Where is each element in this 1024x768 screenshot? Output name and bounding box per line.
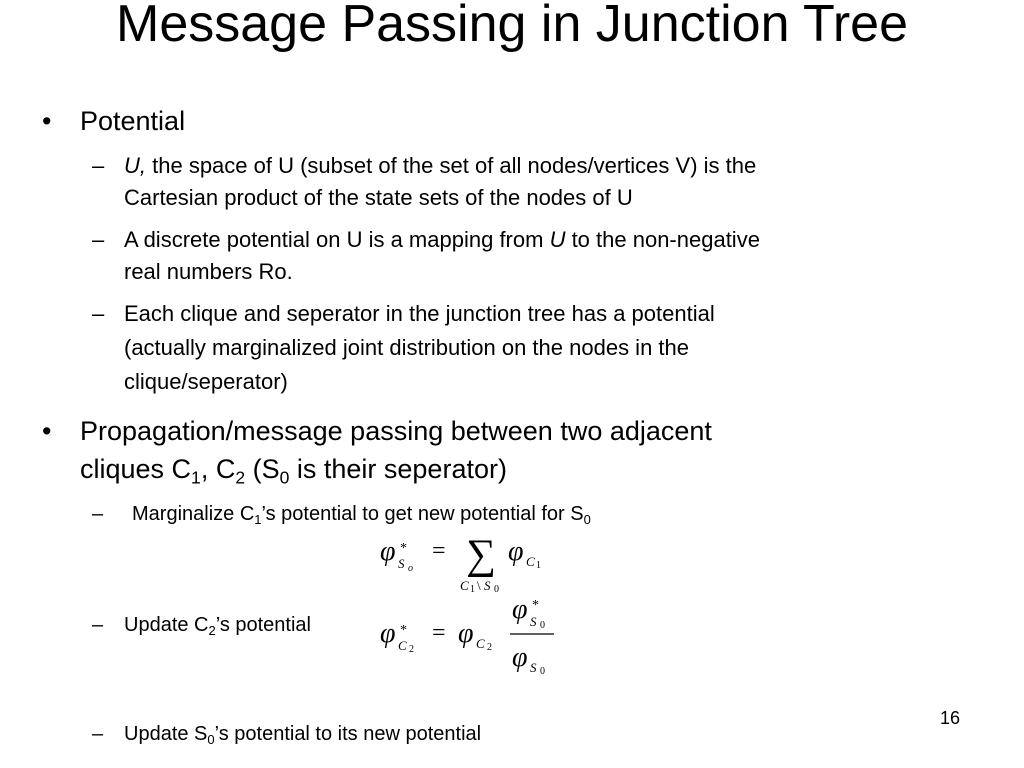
sub-bullet-discrete-potential: A discrete potential on U is a mapping f…: [124, 224, 760, 256]
svg-text:φ: φ: [512, 594, 528, 625]
svg-text:φ: φ: [380, 536, 396, 567]
s2-text: Update C: [124, 614, 209, 636]
sub-bullet-clique-line1: Each clique and seperator in the junctio…: [124, 301, 715, 326]
svg-text:S: S: [530, 660, 537, 675]
dash-5: –: [92, 614, 104, 636]
svg-text:o: o: [408, 563, 413, 574]
dash-6: –: [92, 723, 104, 745]
dp-post: to the non-negative: [565, 227, 760, 252]
svg-text:φ: φ: [380, 618, 396, 649]
sub-bullet-clique-line3: clique/seperator): [124, 369, 288, 394]
dp-term: U: [549, 227, 566, 252]
svg-text:1: 1: [470, 584, 475, 595]
s2-text: ’s potential: [215, 614, 311, 636]
step-marginalize: Marginalize C1’s potential to get new po…: [132, 500, 591, 534]
svg-text:∑: ∑: [466, 532, 496, 578]
svg-text:0: 0: [540, 666, 545, 677]
p-sub: 1: [191, 467, 201, 488]
p-text: , C: [200, 454, 236, 484]
svg-text:2: 2: [409, 644, 414, 655]
bullet-propagation-line1: Propagation/message passing between two …: [80, 416, 712, 446]
sub-bullet-space-line2: Cartesian product of the state sets of t…: [124, 185, 633, 210]
svg-text:*: *: [400, 541, 407, 556]
bullet-potential: Potential: [80, 106, 186, 136]
svg-text:2: 2: [487, 642, 492, 653]
s2-sub: 2: [208, 622, 216, 638]
sub-bullet-space-of-u: U, the space of U (subset of the set of …: [124, 150, 756, 182]
svg-text:S: S: [484, 578, 491, 593]
formula-update-c2: φ * C 2 = φ C 2 φ * S 0 φ S 0: [380, 594, 554, 677]
svg-text:*: *: [532, 598, 539, 613]
svg-text:0: 0: [540, 620, 545, 631]
s3-text: Update S: [124, 723, 208, 745]
svg-text:\: \: [477, 578, 481, 593]
bullet-dot-2: •: [42, 416, 52, 446]
p-sub: 0: [279, 467, 290, 488]
formula-marginalize: φ * S o = ∑ φ C 1 C 1 \ S 0: [380, 532, 541, 595]
term-u: U,: [124, 153, 146, 178]
s3-sub: 0: [207, 731, 215, 747]
step-update-s0: Update S0’s potential to its new potenti…: [124, 720, 481, 754]
space-text: the space of U (subset of the set of all…: [152, 153, 757, 178]
dash-2: –: [92, 227, 105, 252]
s1-sub: 0: [583, 511, 591, 527]
s1-text: ’s potential to get new potential for S: [261, 503, 584, 525]
svg-text:C: C: [460, 578, 469, 593]
svg-text:1: 1: [536, 560, 541, 571]
s3-text: ’s potential to its new potential: [214, 723, 482, 745]
dash-4: –: [92, 503, 104, 525]
page-number: 16: [940, 708, 961, 728]
svg-text:C: C: [526, 554, 535, 569]
slide-title: Message Passing in Junction Tree: [116, 0, 908, 53]
s1-text: Marginalize C: [132, 503, 255, 525]
svg-text:S: S: [530, 614, 537, 629]
svg-text:φ: φ: [512, 642, 528, 673]
dash-1: –: [92, 153, 105, 178]
p-sub: 2: [235, 467, 246, 488]
step-update-c2: Update C2’s potential: [124, 611, 311, 645]
s1-sub: 1: [254, 511, 262, 527]
sub-bullet-discrete-line2: real numbers Ro.: [124, 259, 293, 284]
dp-pre: A discrete potential on U is a mapping f…: [124, 227, 550, 252]
p-text: is their seperator): [289, 454, 507, 484]
svg-text:φ: φ: [458, 618, 474, 649]
sub-bullet-clique-line2: (actually marginalized joint distributio…: [124, 335, 689, 360]
dash-3: –: [92, 301, 105, 326]
p-text: (S: [245, 454, 280, 484]
svg-text:*: *: [400, 623, 407, 638]
svg-text:C: C: [398, 638, 407, 653]
p-text: cliques C: [80, 454, 192, 484]
svg-text:0: 0: [494, 584, 499, 595]
svg-text:=: =: [432, 538, 446, 564]
bullet-propagation-line2: cliques C1, C2 (S0 is their seperator): [80, 452, 507, 494]
svg-text:φ: φ: [508, 536, 524, 567]
bullet-dot: •: [42, 106, 52, 136]
svg-text:=: =: [432, 620, 446, 646]
svg-text:S: S: [398, 556, 405, 571]
svg-text:C: C: [476, 636, 485, 651]
